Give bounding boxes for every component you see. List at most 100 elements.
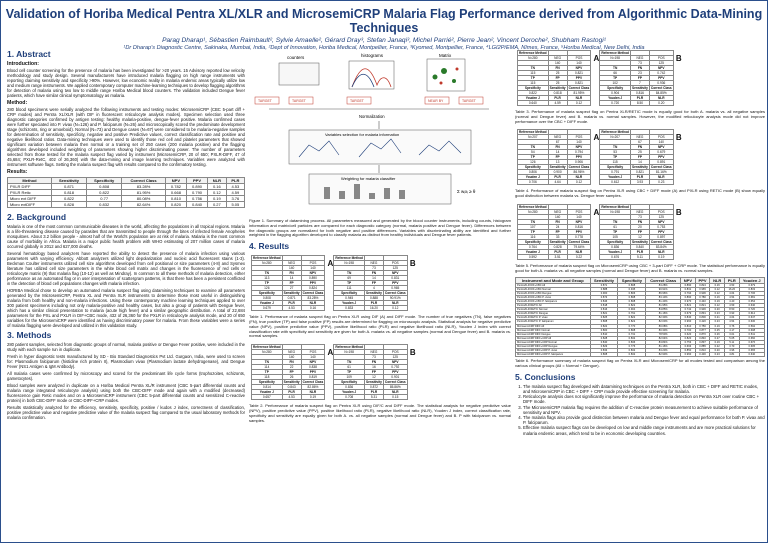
- method-text: 280 blood specimens were serially analyz…: [7, 107, 245, 167]
- flow-counters-label: counters: [287, 55, 305, 60]
- table-cell: 0.836: [617, 339, 647, 345]
- matrix-cell: 4.53: [281, 305, 302, 312]
- table-cell: 83.10%: [645, 294, 682, 300]
- table-cell: 0.820: [680, 335, 696, 341]
- table-cell: 86.96%: [645, 290, 682, 296]
- matrix-cell: Correct Class: [300, 379, 326, 386]
- table-cell: 0.832: [617, 335, 647, 341]
- flow-histogram-box: [348, 60, 395, 90]
- matrix-cell: 0.16: [300, 305, 326, 312]
- table-cell: 80.30%: [645, 327, 682, 333]
- table-cell: MicrosemiCRP DIFF+CRP P. falciparum: [515, 352, 591, 358]
- flow-matrix-label: Matrix: [439, 53, 452, 58]
- table-cell: 0.770: [617, 323, 647, 329]
- table-cell: 0.16: [709, 294, 726, 300]
- flow-target-1: TARGET: [258, 99, 273, 103]
- poster-title: Validation of Horiba Medical Pentra XL/X…: [5, 7, 763, 35]
- table6-caption: Table 6. Performance summary of malaria …: [515, 358, 765, 369]
- table-cell: 0.640: [738, 352, 765, 358]
- flow-matrix-box: [426, 58, 466, 92]
- table-panel-letter: B: [675, 54, 682, 63]
- methods-text-1: 280 patient samples, selected from diagn…: [7, 342, 245, 352]
- matrix-cell: Correct Class: [648, 85, 674, 91]
- matrix-cell: Sensitivity: [363, 290, 384, 297]
- table-panel-letter: A: [593, 133, 600, 143]
- table-cell: 0.832: [617, 352, 647, 358]
- poster-header: Validation of Horiba Medical Pentra XL/X…: [1, 1, 767, 51]
- table-cell: 0.960: [680, 319, 696, 325]
- table-cell: 0.808: [617, 327, 647, 333]
- table-cell: 83.84%: [645, 339, 682, 345]
- table-cell: 82.00%: [645, 319, 682, 325]
- matrix-cell: 0.720: [599, 100, 631, 106]
- matrix-cell: 4.59: [547, 100, 568, 106]
- table-panel-letter: B: [675, 207, 682, 217]
- table-cell: 0.430: [694, 352, 711, 358]
- background-text-1: Malaria is one of the most common commun…: [7, 224, 245, 249]
- background-heading: 2. Background: [7, 212, 67, 222]
- table-cell: 5.05: [225, 201, 245, 208]
- matrix-cell: 0.679: [251, 305, 283, 312]
- table-cell: 0.833: [738, 286, 765, 292]
- table-header-cell: Instrument and Mode and Group: [515, 276, 591, 284]
- table-cell: 0.25: [709, 327, 726, 333]
- flow-histogram-curve-2: [351, 73, 375, 88]
- flow-target-2: TARGET: [292, 99, 307, 103]
- table-cell: 90.91%: [645, 286, 682, 292]
- methods-text-2: Fresh in hyper diagnostic tests manufact…: [7, 354, 245, 369]
- table-cell: 82.64%: [121, 201, 166, 208]
- poster-affiliations: ¹Dr Dharap's Diagnostic Centre, Sakinaka…: [123, 45, 645, 51]
- matrix-cell: 0.23: [648, 179, 674, 186]
- table-cell: 0.731: [617, 331, 647, 337]
- flow-histograms-label: histograms: [361, 53, 384, 58]
- table-cell: 0.679: [738, 282, 765, 288]
- datamining-flow-diagram: counters histograms Matrix TARGET TARGET: [249, 47, 511, 217]
- table-cell: 0.832: [86, 201, 123, 208]
- table-panel-letter: A: [593, 207, 600, 217]
- table-cell: 83.28%: [645, 282, 682, 288]
- matrix-cell: Correct Class: [382, 290, 408, 297]
- methods-text-3: All malaria cases were confirmed by micr…: [7, 371, 245, 381]
- table-header-cell: Correct Class: [645, 276, 682, 284]
- table-cell: 0.660: [738, 335, 765, 341]
- flow-weighting: Weighting for malaria classifier: [341, 176, 396, 181]
- table-header-cell: Sensitivity: [589, 276, 619, 284]
- table-cell: 0.794: [680, 290, 696, 296]
- flow-variable-selection: Variables selection for malaria informat…: [325, 132, 399, 137]
- method-heading: Method:: [7, 100, 28, 106]
- table-cell: 0.840: [185, 201, 209, 208]
- table-cell: 0.630: [738, 319, 765, 325]
- intro-heading: Introduction:: [7, 61, 39, 67]
- table2-caption: Table 2. Performance of malaria suspect …: [249, 403, 511, 423]
- conclusion-item: The malaria flags also provide good dist…: [523, 415, 765, 425]
- matrix-cell: 0.12: [382, 305, 408, 312]
- table-cell: 0.960: [680, 352, 696, 358]
